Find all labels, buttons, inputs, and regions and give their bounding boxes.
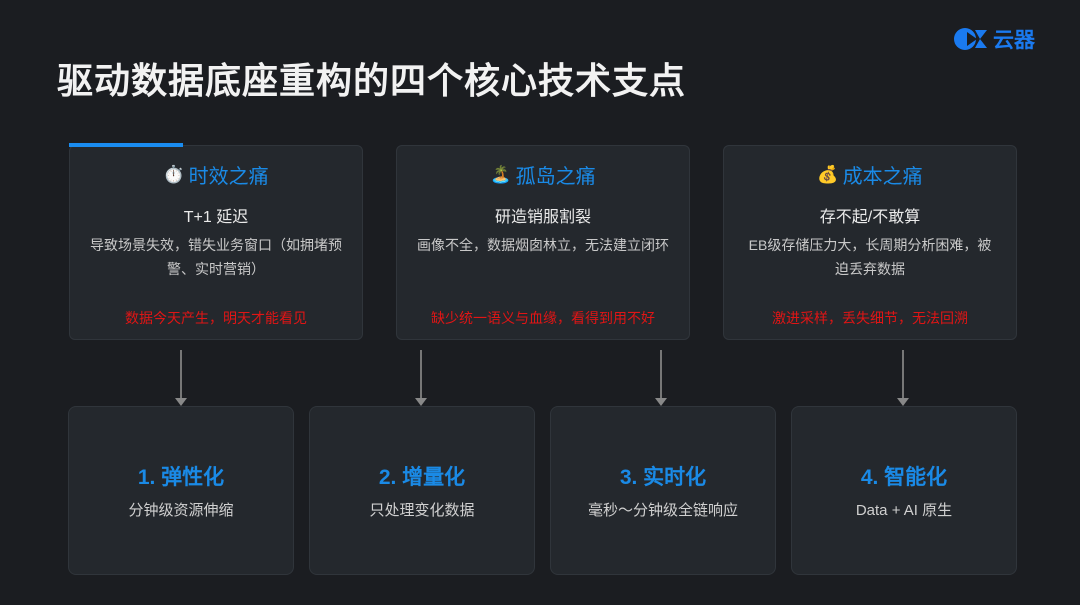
pillar-desc: Data + AI 原生 [855, 502, 953, 519]
arrow-down-icon [415, 350, 427, 406]
stopwatch-icon: ⏱️ [163, 164, 185, 184]
pain-highlight: 激进采样，丢失细节，无法回溯 [772, 310, 968, 326]
pain-subtitle: T+1 延迟 [183, 209, 249, 226]
island-icon: 🏝️ [490, 164, 512, 184]
pain-highlight: 缺少统一语义与血缘，看得到用不好 [431, 310, 655, 326]
pain-desc: 导致场景失效，错失业务窗口（如拥堵预警、实时营销） [90, 237, 342, 277]
pillar-desc: 分钟级资源伸缩 [128, 502, 234, 519]
pillar-title: 4. 智能化 [860, 466, 948, 489]
pain-subtitle: 研造销服割裂 [494, 209, 591, 226]
pain-card-timeliness: ⏱️时效之痛 T+1 延迟 导致场景失效，错失业务窗口（如拥堵预警、实时营销） … [69, 145, 363, 340]
pillar-title: 3. 实时化 [619, 466, 707, 489]
pain-card-silo: 🏝️孤岛之痛 研造销服割裂 画像不全，数据烟囱林立，无法建立闭环 缺少统一语义与… [396, 145, 690, 340]
accent-bar [69, 143, 183, 147]
pillar-card-elastic: 1. 弹性化 分钟级资源伸缩 [68, 406, 294, 575]
pain-title: 孤岛之痛 [515, 166, 596, 188]
pain-title: 成本之痛 [842, 166, 923, 188]
pillar-card-realtime: 3. 实时化 毫秒～分钟级全链响应 [550, 406, 776, 575]
pain-card-cost: 💰成本之痛 存不起/不敢算 EB级存储压力大，长周期分析困难，被迫丢弃数据 激进… [723, 145, 1017, 340]
pillar-title: 2. 增量化 [378, 466, 466, 489]
logo: 云器 [953, 24, 1035, 54]
pillar-desc: 毫秒～分钟级全链响应 [587, 502, 738, 519]
arrow-down-icon [655, 350, 667, 406]
arrow-down-icon [897, 350, 909, 406]
pain-title: 时效之痛 [188, 166, 269, 188]
pillar-title: 1. 弹性化 [137, 466, 225, 489]
pillar-card-intelligent: 4. 智能化 Data + AI 原生 [791, 406, 1017, 575]
pain-highlight: 数据今天产生，明天才能看见 [125, 310, 307, 326]
logo-icon [954, 28, 987, 50]
logo-text: 云器 [993, 29, 1035, 52]
money-bag-icon: 💰 [817, 164, 839, 184]
page-title: 驱动数据底座重构的四个核心技术支点 [57, 60, 687, 101]
pillar-card-incremental: 2. 增量化 只处理变化数据 [309, 406, 535, 575]
pillar-desc: 只处理变化数据 [369, 502, 475, 519]
pain-desc: EB级存储压力大，长周期分析困难，被迫丢弃数据 [748, 237, 992, 277]
pain-desc: 画像不全，数据烟囱林立，无法建立闭环 [417, 237, 669, 253]
pain-subtitle: 存不起/不敢算 [819, 209, 921, 226]
arrow-down-icon [175, 350, 187, 406]
